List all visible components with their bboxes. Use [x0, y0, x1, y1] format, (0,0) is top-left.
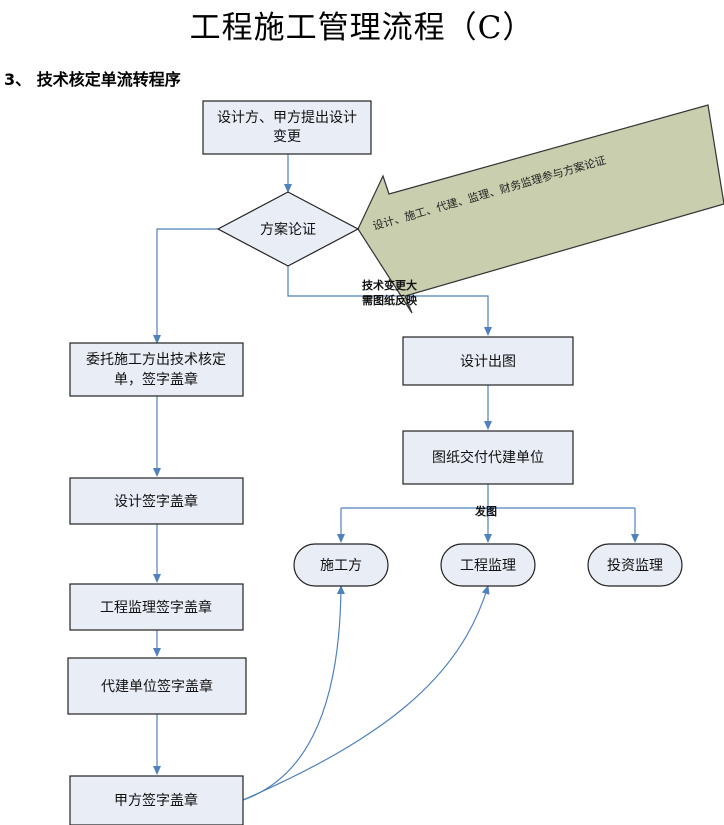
engineering-supervision-label: 工程监理 — [460, 558, 516, 574]
page-title: 工程施工管理流程（C） — [189, 10, 535, 46]
entrust-box: 委托施工方出技术核定 单，签字盖章 — [69, 342, 244, 397]
design-change-line1: 设计方、甲方提出设计 — [217, 110, 357, 126]
investment-supervision-label: 投资监理 — [607, 558, 663, 574]
connector-owner-to-contractor — [242, 585, 345, 801]
section-subtitle: 3、 技术核定单流转程序 — [4, 70, 181, 89]
owner-sign-box: 甲方签字盖章 — [69, 775, 244, 825]
connectors — [153, 154, 639, 801]
connector-review-to-entrust — [153, 228, 218, 344]
distribute-label: 发图 — [474, 504, 497, 518]
plan-review-label: 方案论证 — [260, 221, 316, 238]
contractor-terminal: 施工方 — [293, 543, 389, 587]
design-drawing-label: 设计出图 — [460, 354, 516, 370]
supervision-sign-label: 工程监理签字盖章 — [100, 599, 212, 616]
owner-sign-label: 甲方签字盖章 — [114, 792, 198, 809]
major-change-label-line2: 需图纸反映 — [362, 293, 418, 307]
drawing-delivery-label: 图纸交付代建单位 — [432, 449, 544, 466]
design-change-box: 设计方、甲方提出设计 变更 — [202, 100, 372, 155]
engineering-supervision-terminal: 工程监理 — [440, 543, 536, 587]
drawing-delivery-box: 图纸交付代建单位 — [402, 430, 574, 485]
design-sign-box: 设计签字盖章 — [69, 477, 244, 525]
agent-sign-box: 代建单位签字盖章 — [67, 657, 247, 715]
design-drawing-box: 设计出图 — [402, 336, 574, 386]
plan-review-diamond: 方案论证 — [216, 191, 360, 267]
major-change-label-line1: 技术变更大 — [362, 278, 417, 292]
agent-sign-label: 代建单位签字盖章 — [101, 678, 213, 695]
design-sign-label: 设计签字盖章 — [114, 493, 198, 510]
contractor-label: 施工方 — [320, 558, 362, 574]
connector-review-to-drawing — [287, 266, 492, 336]
entrust-line1: 委托施工方出技术核定 — [86, 352, 226, 368]
investment-supervision-terminal: 投资监理 — [587, 543, 683, 587]
connector-owner-to-engineering-supervision — [242, 585, 490, 801]
entrust-line2: 单，签字盖章 — [114, 371, 198, 388]
supervision-sign-box: 工程监理签字盖章 — [69, 583, 244, 631]
design-change-line2: 变更 — [273, 129, 301, 145]
